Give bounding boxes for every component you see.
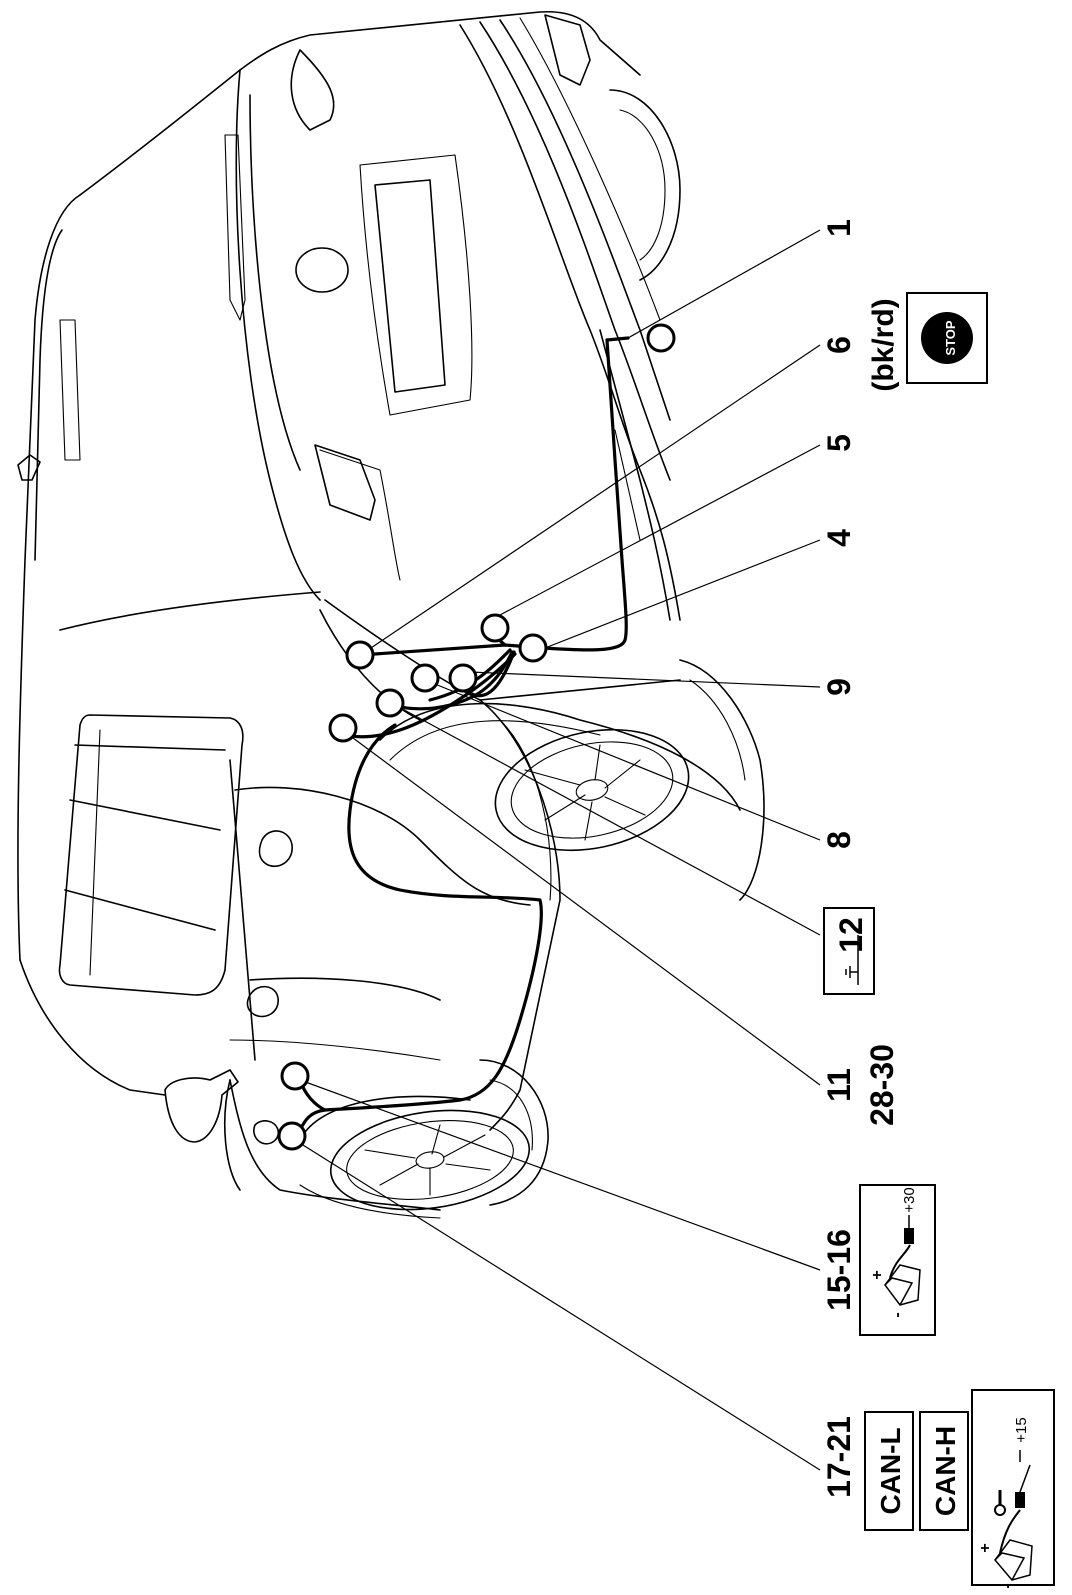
callout-1: 1 bbox=[821, 219, 857, 237]
plus15-label: +15 bbox=[1013, 1417, 1030, 1442]
stop-badge: STOP bbox=[906, 292, 988, 384]
callout-4: 4 bbox=[821, 529, 857, 547]
leader-4 bbox=[544, 539, 821, 649]
battery-plus30-badge: + - +30 bbox=[859, 1184, 936, 1336]
callout-12: 12 bbox=[833, 917, 869, 953]
stop-icon bbox=[921, 312, 973, 364]
ignition-fuse-icon bbox=[1015, 1492, 1025, 1508]
leader-12 bbox=[394, 704, 821, 936]
connector-6 bbox=[345, 640, 375, 670]
ignition-switch-icon bbox=[1019, 1464, 1031, 1493]
can-badges: CAN-L CAN-H bbox=[864, 1411, 969, 1531]
callout-6: 6 bbox=[821, 336, 857, 354]
callout-8: 8 bbox=[821, 831, 857, 849]
ignition-key-icon bbox=[994, 1490, 1006, 1516]
can-h-box bbox=[919, 1411, 969, 1531]
connector-8 bbox=[410, 663, 440, 693]
connector-4 bbox=[518, 633, 548, 663]
callout-labels: 1 6 (bk/rd) 5 4 9 8 11 28-30 15-16 17-21 bbox=[821, 219, 900, 1498]
battery-plus-sign: + bbox=[869, 1270, 886, 1279]
connector-5 bbox=[480, 613, 510, 643]
can-l-box bbox=[864, 1411, 914, 1531]
connector-9 bbox=[448, 663, 478, 693]
connector-12 bbox=[375, 688, 405, 718]
connector-11 bbox=[328, 713, 358, 743]
battery-minus-sign: - bbox=[889, 1312, 906, 1317]
callout-28-30: 28-30 bbox=[864, 1044, 900, 1126]
fuse-icon bbox=[904, 1228, 914, 1244]
leader-6 bbox=[364, 344, 821, 653]
callout-6-wire-color: (bk/rd) bbox=[867, 298, 900, 391]
can-h-label: CAN-H bbox=[930, 1426, 961, 1516]
callout-17-21: 17-21 bbox=[821, 1416, 857, 1498]
leader-15 bbox=[299, 1079, 821, 1271]
callout-11: 11 bbox=[821, 1068, 857, 1102]
ignition-plus-sign: + bbox=[977, 1543, 994, 1552]
can-l-label: CAN-L bbox=[875, 1427, 906, 1514]
connector-15 bbox=[280, 1061, 310, 1091]
callout-9: 9 bbox=[821, 678, 857, 696]
leader-1 bbox=[627, 229, 821, 339]
ground-icon bbox=[845, 935, 859, 985]
leader-8 bbox=[429, 681, 821, 841]
connector-17 bbox=[277, 1121, 307, 1151]
ignition-battery-icon bbox=[994, 1450, 1033, 1581]
leader-lines bbox=[294, 229, 821, 1471]
leader-9 bbox=[469, 671, 821, 688]
plus30-label: +30 bbox=[901, 1187, 918, 1212]
ground-badge: 12 bbox=[823, 907, 875, 995]
callout-15-16: 15-16 bbox=[821, 1229, 857, 1311]
battery-icon bbox=[884, 1215, 921, 1306]
stop-label: STOP bbox=[943, 320, 958, 355]
vehicle-outline bbox=[17, 10, 765, 1219]
callout-5: 5 bbox=[821, 434, 857, 452]
connector-1 bbox=[646, 323, 676, 353]
ignition-minus-sign: - bbox=[999, 1583, 1016, 1588]
ignition-plus15-badge: + - +15 bbox=[971, 1389, 1055, 1589]
leader-11 bbox=[344, 731, 821, 1086]
leader-17 bbox=[294, 1139, 821, 1471]
leader-5 bbox=[499, 444, 821, 616]
connectors bbox=[277, 323, 676, 1151]
